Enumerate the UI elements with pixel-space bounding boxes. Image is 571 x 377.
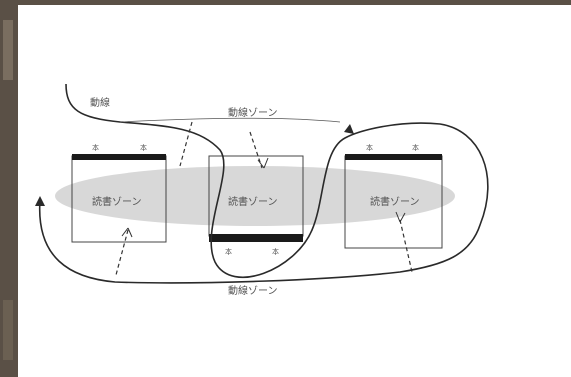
bookshelf-right <box>345 154 442 160</box>
arrow-head-left <box>35 196 45 206</box>
access-arrow <box>257 157 269 169</box>
label-reading-zone-left: 読書ゾーン <box>92 195 142 208</box>
label-circulation-top-left: 動線 <box>90 96 110 109</box>
table-center <box>208 155 304 242</box>
circulation-path <box>38 83 489 284</box>
shelf-mark: 本 <box>272 247 279 256</box>
shelf-mark: 本 <box>92 143 99 152</box>
label-reading-zone-right: 読書ゾーン <box>370 195 420 208</box>
shelf-mark: 本 <box>225 247 232 256</box>
label-circulation-zone-bottom: 動線ゾーン <box>228 284 278 297</box>
label-circulation-zone-top: 動線ゾーン <box>228 106 278 119</box>
photo-border-left <box>0 0 18 377</box>
dashed-access-line <box>179 121 193 167</box>
shelf-mark: 本 <box>140 143 147 152</box>
table-left <box>71 154 167 243</box>
label-reading-zone-center: 読書ゾーン <box>228 195 278 208</box>
photo-border-detail <box>3 300 13 360</box>
reading-zone-ellipse <box>55 166 455 226</box>
access-arrow <box>395 211 406 223</box>
table-right <box>344 154 443 249</box>
circulation-zone-boundary <box>119 117 341 123</box>
shelf-mark: 本 <box>366 143 373 152</box>
bookshelf-center <box>209 234 303 242</box>
arrow-head-right <box>344 124 354 134</box>
dashed-access-line <box>115 229 129 276</box>
access-arrow <box>121 227 133 238</box>
photo-border-top <box>0 0 571 5</box>
dashed-access-line <box>399 219 413 273</box>
shelf-mark: 本 <box>412 143 419 152</box>
photo-border-detail <box>3 20 13 80</box>
bookshelf-left <box>72 154 166 160</box>
